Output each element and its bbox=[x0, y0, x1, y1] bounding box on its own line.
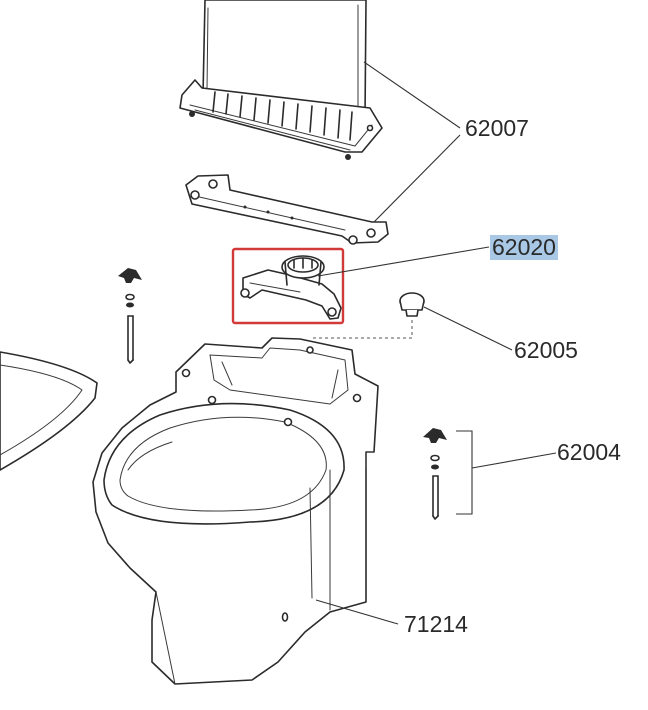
part-label-71214[interactable]: 71214 bbox=[404, 611, 468, 637]
part-label-62007[interactable]: 62007 bbox=[465, 115, 529, 141]
cistern-part bbox=[179, 0, 383, 160]
part-label-62005[interactable]: 62005 bbox=[514, 337, 578, 363]
leader-62005 bbox=[423, 306, 513, 351]
leader-71214 bbox=[315, 599, 399, 625]
gasket-plate bbox=[185, 174, 389, 245]
bolt-set-left bbox=[118, 268, 142, 364]
cap-part bbox=[399, 292, 425, 317]
bracket-62004 bbox=[456, 430, 473, 515]
part-label-62020[interactable]: 62020 bbox=[490, 234, 558, 260]
toilet-seat-part bbox=[0, 351, 98, 471]
bolt-set-right bbox=[423, 428, 447, 520]
leader-62004 bbox=[471, 452, 557, 469]
toilet-bowl-part bbox=[92, 337, 379, 685]
leader-62007-gasket bbox=[373, 134, 461, 223]
leader-62007-cistern bbox=[363, 61, 461, 129]
leader-62020 bbox=[317, 246, 490, 277]
selection-box bbox=[231, 247, 345, 325]
part-label-62004[interactable]: 62004 bbox=[557, 439, 621, 465]
flush-valve-bracket-part bbox=[240, 255, 342, 320]
